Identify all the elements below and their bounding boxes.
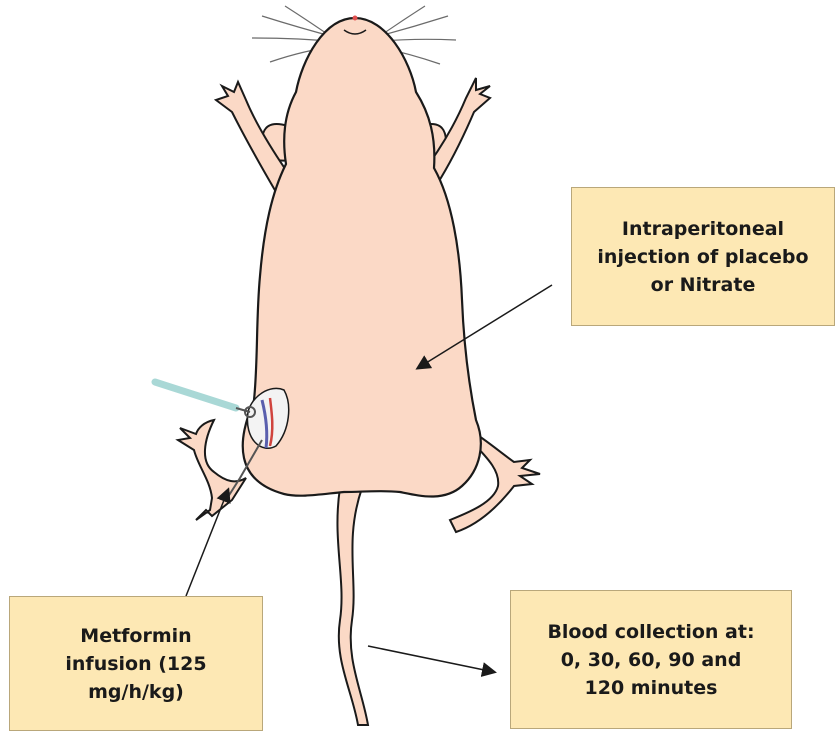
arrow-blood <box>368 646 494 672</box>
callout-metformin: Metformin infusion (125 mg/h/kg) <box>9 596 263 731</box>
callout-metformin-line-2: infusion (125 <box>65 650 206 678</box>
hind-left-limb <box>178 420 246 520</box>
callout-intraperitoneal-line-1: Intraperitoneal <box>597 215 808 243</box>
callout-blood-line-1: Blood collection at: <box>547 618 754 646</box>
callout-metformin-line-3: mg/h/kg) <box>65 678 206 706</box>
nose-tip <box>353 16 358 21</box>
callout-intraperitoneal: Intraperitoneal injection of placebo or … <box>571 187 835 326</box>
callout-metformin-line-1: Metformin <box>65 622 206 650</box>
callout-blood-line-2: 0, 30, 60, 90 and <box>547 646 754 674</box>
callout-blood-line-3: 120 minutes <box>547 674 754 702</box>
tail <box>337 488 368 725</box>
callout-blood-collection: Blood collection at: 0, 30, 60, 90 and 1… <box>510 590 792 729</box>
arrow-metformin <box>186 490 228 596</box>
syringe <box>155 382 255 417</box>
callout-intraperitoneal-line-2: injection of placebo <box>597 243 808 271</box>
callout-intraperitoneal-line-3: or Nitrate <box>597 271 808 299</box>
